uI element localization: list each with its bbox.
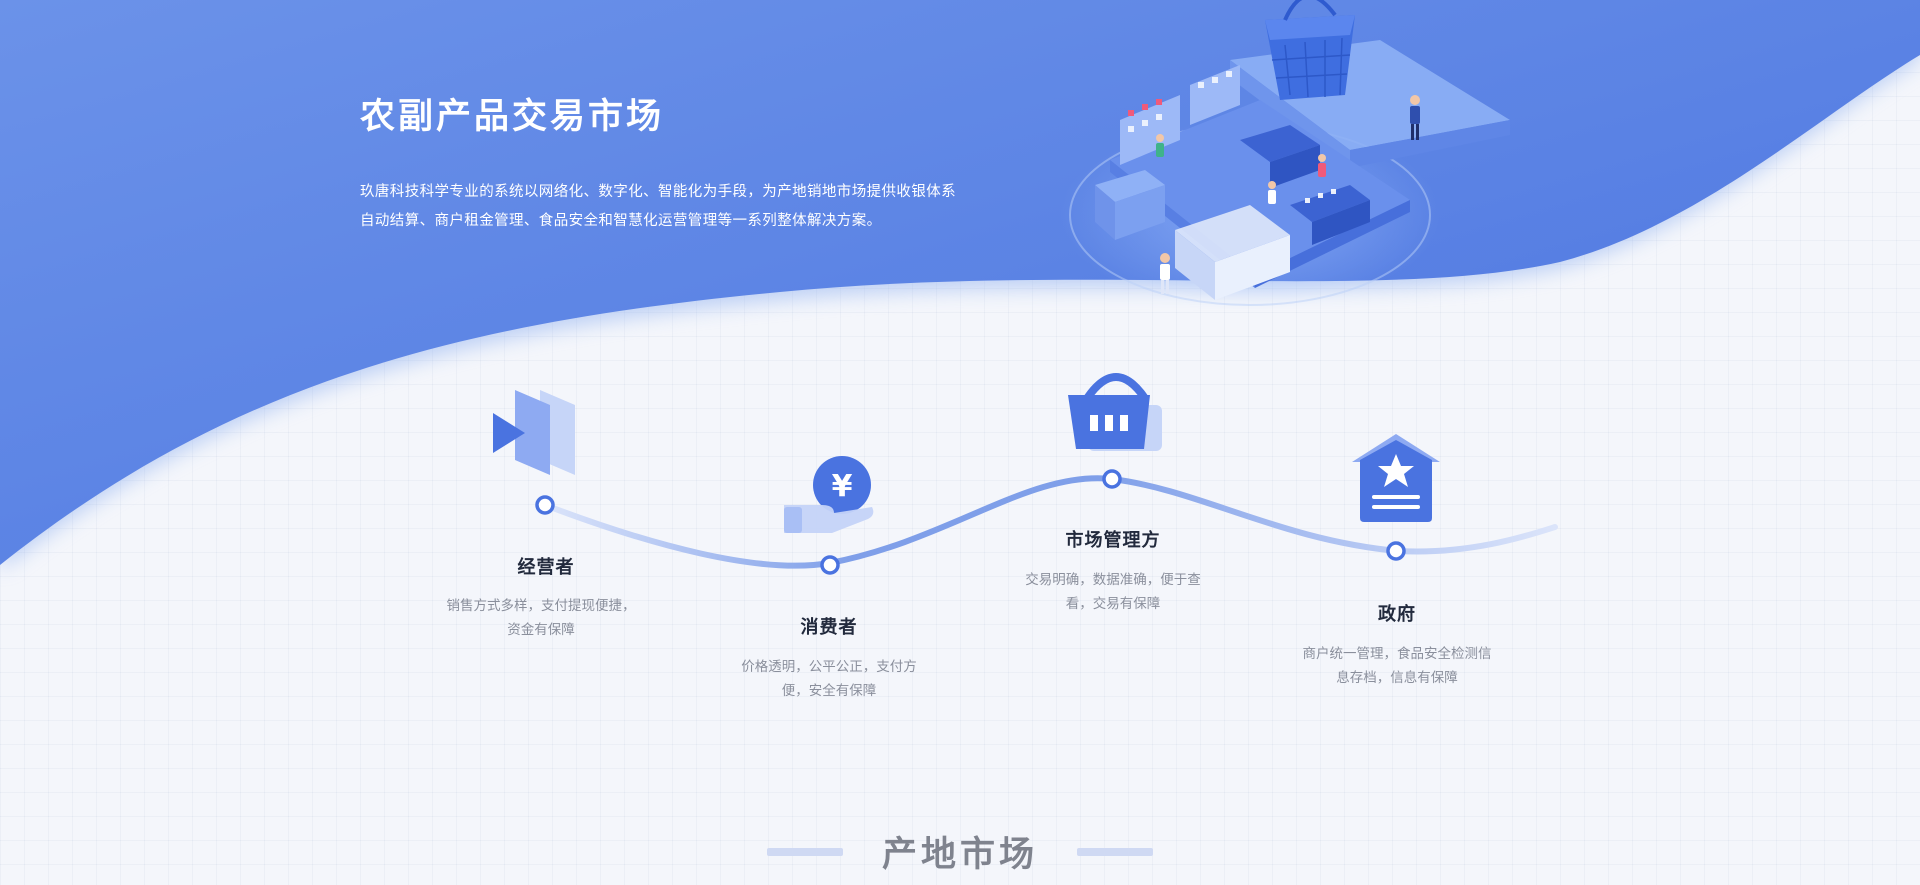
basket-icon [1265, 0, 1355, 100]
role-title: 政府 [1378, 604, 1416, 625]
role-description: 销售方式多样，支付提现便捷，资金有保障 [446, 598, 636, 638]
svg-text:¥: ¥ [832, 469, 853, 504]
role-description: 交易明确，数据准确，便于查看，交易有保障 [1025, 572, 1201, 612]
section-title-left-line [767, 848, 843, 856]
role-title: 经营者 [517, 557, 575, 578]
hero-description: 玖唐科技科学专业的系统以网络化、数字化、智能化为手段，为产地销地市场提供收银体系… [360, 184, 956, 229]
section-title: 产地市场 [881, 835, 1038, 875]
shelf-icon [1120, 65, 1240, 165]
market-illustration [1060, 0, 1510, 310]
shopping-basket-icon [1068, 373, 1162, 451]
yuan-hand-icon: ¥ [784, 456, 874, 533]
role-description: 价格透明，公平公正，支付方便，安全有保障 [741, 659, 917, 699]
section-title-right-line [1077, 848, 1153, 856]
play-layers-icon [493, 390, 575, 475]
role-description: 商户统一管理，食品安全检测信息存档，信息有保障 [1302, 646, 1492, 686]
timeline-node [1102, 469, 1122, 489]
role-title: 市场管理方 [1065, 530, 1161, 551]
government-star-icon [1352, 434, 1440, 522]
hero-title: 农副产品交易市场 [360, 97, 665, 137]
timeline-curve [542, 475, 1558, 569]
timeline-node [1386, 541, 1406, 561]
role-title: 消费者 [800, 617, 858, 638]
person-icon [1156, 95, 1420, 294]
timeline-node [535, 495, 555, 515]
timeline-node [820, 555, 840, 575]
